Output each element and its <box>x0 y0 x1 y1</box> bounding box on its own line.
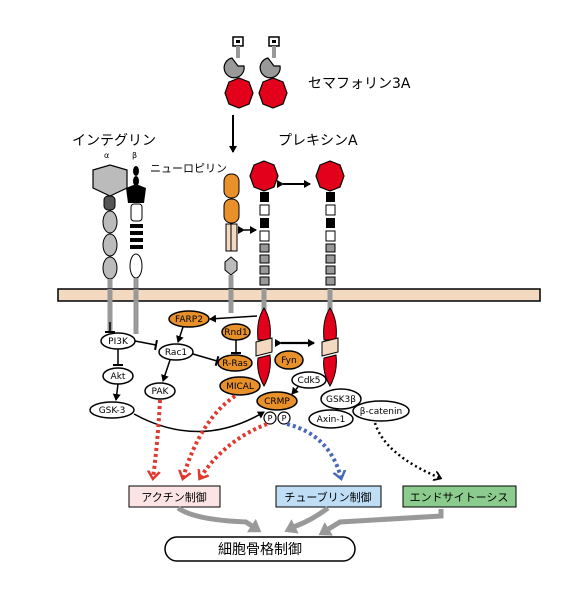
fyn-node: Fyn <box>274 350 304 370</box>
integrin-beta <box>126 166 146 334</box>
farp2-node: FARP2 <box>168 310 210 328</box>
mical-node: MICAL <box>219 376 261 396</box>
mical-to-actin-arrow <box>183 394 237 478</box>
cdk5-label: Cdk5 <box>298 376 321 386</box>
crmp-to-tubulin-arrow <box>286 422 341 478</box>
actin-regulation-box: アクチン制御 <box>128 485 221 508</box>
gsk3b-node: GSK3β <box>320 388 362 410</box>
pi3k-node: PI3K <box>100 332 136 350</box>
crmp-label: CRMP <box>264 397 290 407</box>
neuropilin-label: ニューロピリン <box>150 162 227 175</box>
rac1-node: Rac1 <box>158 343 194 361</box>
tubulin-label: チューブリン制御 <box>284 490 371 504</box>
akt-label: Akt <box>111 372 126 382</box>
integrin-alpha <box>92 164 128 332</box>
phosphate-2: P <box>277 411 291 425</box>
plexin-a-1 <box>249 160 279 388</box>
crmp-to-actin-arrow <box>200 422 268 478</box>
pak-node: PAK <box>144 382 176 400</box>
rnd1-label: Rnd1 <box>224 328 247 338</box>
semaphorin-3a <box>223 36 288 109</box>
catenin-to-endocytosis-arrow <box>373 422 440 478</box>
phosphate-1: P <box>263 411 277 425</box>
semaphorin-label: セマフォリン3A <box>308 76 411 92</box>
integrin-label: インテグリン <box>72 133 156 149</box>
converging-arrows <box>176 505 444 536</box>
farp2-label: FARP2 <box>175 315 203 325</box>
gsk3b-label: GSK3β <box>326 395 356 405</box>
cytoskeleton-regulation-box: 細胞骨格制御 <box>164 536 356 562</box>
pi3k-label: PI3K <box>108 337 129 347</box>
beta-catenin-label: β-catenin <box>360 407 402 417</box>
mical-label: MICAL <box>226 382 254 392</box>
integrin-alpha-label: α <box>104 151 109 160</box>
cytoskeleton-label: 細胞骨格制御 <box>218 542 302 558</box>
gsk3-node: GSK-3 <box>89 401 135 419</box>
rac1-label: Rac1 <box>165 348 187 358</box>
plexin-label: プレキシンA <box>278 133 358 149</box>
fyn-label: Fyn <box>281 356 296 366</box>
akt-node: Akt <box>102 367 134 385</box>
rnd1-node: Rnd1 <box>221 323 251 341</box>
plexin-a-2 <box>315 160 345 388</box>
endocytosis-label: エンドサイトーシス <box>410 491 509 504</box>
phosphate-2-label: P <box>282 414 287 423</box>
integrin-beta-label: β <box>132 151 137 160</box>
crmp-node: CRMP <box>256 391 298 411</box>
tubulin-regulation-box: チューブリン制御 <box>275 485 382 508</box>
cell-membrane <box>57 288 541 302</box>
endocytosis-box: エンドサイトーシス <box>402 485 517 508</box>
pak-to-actin-arrow <box>153 399 162 478</box>
signaling-connectors <box>105 314 299 433</box>
phosphate-1-label: P <box>268 414 273 423</box>
cdk5-node: Cdk5 <box>291 371 327 389</box>
axin-node: Axin-1 <box>308 409 354 429</box>
actin-label: アクチン制御 <box>141 490 206 504</box>
pak-label: PAK <box>152 387 170 397</box>
rras-label: R-Ras <box>222 359 248 369</box>
beta-catenin-node: β-catenin <box>352 400 410 422</box>
gsk3-label: GSK-3 <box>99 406 126 416</box>
rras-node: R-Ras <box>217 354 253 372</box>
neuropilin <box>223 173 240 313</box>
axin-label: Axin-1 <box>317 415 346 425</box>
